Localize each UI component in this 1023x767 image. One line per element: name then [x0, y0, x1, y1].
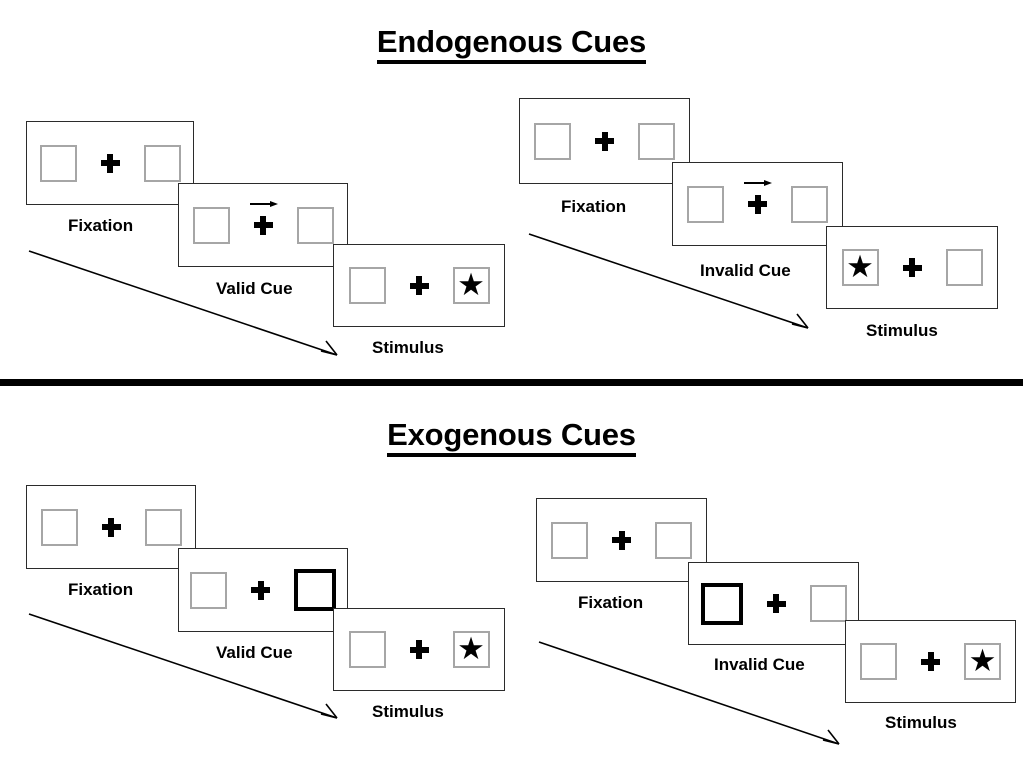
frame-exogenous-valid-stimulus[interactable]: ★ [333, 608, 505, 691]
frame-exogenous-invalid-fixation[interactable] [536, 498, 707, 582]
fixation-cross [100, 153, 120, 173]
fixation-cross [595, 131, 614, 151]
fixation-cross [249, 200, 278, 235]
fixation-cross [101, 517, 121, 537]
caption-exogenous-invalid-cue: Invalid Cue [714, 655, 805, 674]
cue-arrow-right-icon [249, 200, 278, 207]
target-box-right: ★ [964, 643, 1001, 680]
fixation-cross [766, 594, 786, 613]
section-title-endogenous: Endogenous Cues [0, 24, 1023, 64]
caption-exogenous-invalid-fixation: Fixation [578, 593, 644, 612]
target-box-right: ★ [452, 267, 490, 304]
caption-exogenous-invalid-stimulus: Stimulus [885, 713, 957, 732]
section-title-exogenous: Exogenous Cues [0, 417, 1023, 457]
caption-exogenous-valid-fixation: Fixation [68, 580, 134, 599]
placeholder-box-left [190, 571, 227, 609]
star-target-icon: ★ [968, 643, 997, 678]
star-target-icon: ★ [846, 249, 874, 284]
fixation-cross [409, 640, 429, 659]
placeholder-box-left [534, 122, 571, 160]
frame-exogenous-invalid-stimulus[interactable]: ★ [845, 620, 1016, 703]
placeholder-box-left [192, 206, 230, 244]
fixation-cross [251, 580, 270, 600]
placeholder-box-right [945, 249, 983, 286]
star-target-icon: ★ [457, 267, 485, 302]
placeholder-box-right [655, 521, 692, 559]
frame-exogenous-valid-fixation[interactable] [26, 485, 196, 569]
frame-endogenous-invalid-stimulus[interactable]: ★ [826, 226, 998, 309]
placeholder-box-left [860, 643, 897, 680]
caption-exogenous-valid-cue: Valid Cue [216, 643, 293, 662]
section-divider [0, 379, 1023, 386]
caption-endogenous-invalid-stimulus: Stimulus [866, 321, 938, 340]
caption-endogenous-invalid-cue: Invalid Cue [700, 261, 791, 280]
frame-endogenous-invalid-cue[interactable] [672, 162, 843, 246]
time-arrow-exogenous-valid [28, 613, 338, 719]
placeholder-box-right [791, 185, 828, 223]
placeholder-box-left [40, 508, 78, 546]
frame-endogenous-invalid-fixation[interactable] [519, 98, 690, 184]
placeholder-box-right [296, 206, 334, 244]
fixation-cross [744, 179, 772, 214]
placeholder-box-left [348, 267, 386, 304]
fixation-cross [921, 652, 940, 671]
section-title-exogenous-text: Exogenous Cues [387, 417, 636, 457]
fixation-cross [902, 258, 922, 277]
placeholder-box-right [143, 144, 181, 182]
caption-endogenous-valid-fixation: Fixation [68, 216, 134, 235]
caption-endogenous-invalid-fixation: Fixation [561, 197, 627, 216]
placeholder-box-left [348, 631, 386, 668]
frame-exogenous-invalid-cue[interactable] [688, 562, 859, 645]
placeholder-box-left [39, 144, 77, 182]
frame-endogenous-valid-stimulus[interactable]: ★ [333, 244, 505, 327]
star-target-icon: ★ [457, 631, 485, 666]
time-arrow-endogenous-valid [28, 250, 338, 356]
placeholder-box-right [809, 585, 847, 622]
fixation-cross [409, 276, 429, 295]
frame-exogenous-valid-cue[interactable] [178, 548, 348, 632]
time-arrow-endogenous-invalid [528, 233, 809, 329]
placeholder-box-left [687, 185, 724, 223]
caption-endogenous-valid-stimulus: Stimulus [372, 338, 444, 357]
cue-arrow-right-icon [744, 179, 772, 186]
target-box-right: ★ [452, 631, 490, 668]
cued-box-left [700, 582, 743, 625]
frame-endogenous-valid-fixation[interactable] [26, 121, 194, 205]
placeholder-box-left [551, 521, 588, 559]
cued-box-right [294, 569, 336, 611]
placeholder-box-right [144, 508, 182, 546]
caption-exogenous-valid-stimulus: Stimulus [372, 702, 444, 721]
frame-endogenous-valid-cue[interactable] [178, 183, 348, 267]
time-arrow-exogenous-invalid [538, 641, 840, 745]
section-title-endogenous-text: Endogenous Cues [376, 24, 646, 64]
fixation-cross [612, 530, 631, 550]
target-box-left: ★ [841, 249, 879, 286]
placeholder-box-right [638, 122, 675, 160]
caption-endogenous-valid-cue: Valid Cue [216, 279, 293, 298]
